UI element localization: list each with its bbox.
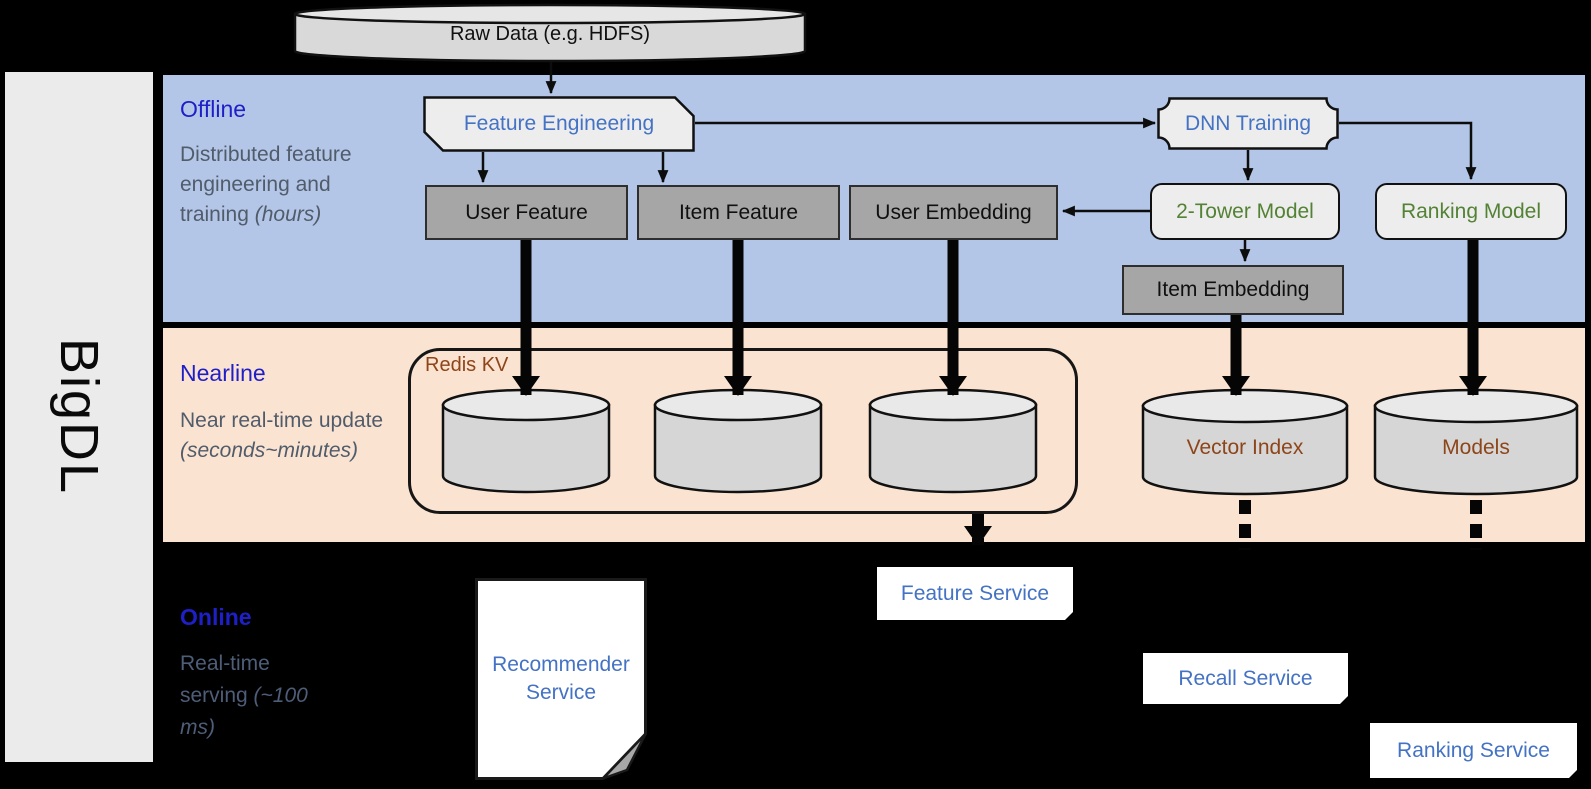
nearline-subtitle-text: Near real-time update — [180, 409, 384, 432]
vector-index-label: Vector Index — [1186, 436, 1304, 460]
folded-corner-icon — [1566, 767, 1580, 781]
user-feature-node: User Feature — [425, 185, 628, 240]
feature-service-label: Feature Service — [900, 581, 1050, 605]
online-title: Online — [180, 604, 252, 630]
online-subtitle: Real-time serving (~100 ms) — [180, 648, 330, 744]
item-embedding-node: Item Embedding — [1122, 265, 1344, 315]
redis-kv-label: Redis KV — [425, 354, 509, 376]
redis-cylinder-2 — [653, 388, 823, 496]
bigdl-sidebar: BigDL — [5, 72, 153, 762]
ranking-model-label: Ranking Model — [1400, 199, 1542, 223]
bigdl-label: BigDL — [49, 338, 109, 496]
feature-engineering-label: Feature Engineering — [463, 112, 655, 135]
offline-subtitle-note: (hours) — [254, 203, 322, 226]
offline-title: Offline — [180, 96, 247, 122]
offline-subtitle-text: Distributed feature engineering and trai… — [180, 143, 352, 226]
two-tower-model-node: 2-Tower Model — [1150, 183, 1340, 240]
folded-corner-icon — [1062, 609, 1076, 623]
raw-data-cylinder: Raw Data (e.g. HDFS) — [293, 3, 807, 63]
ranking-service-node: Ranking Service — [1370, 723, 1580, 781]
dnn-training-label: DNN Training — [1184, 111, 1312, 135]
recall-service-label: Recall Service — [1178, 666, 1313, 690]
recommender-service-label: Recommender Service — [492, 653, 630, 704]
user-embedding-node: User Embedding — [849, 185, 1058, 240]
database-cylinder-icon — [293, 3, 807, 63]
user-embedding-label: User Embedding — [875, 200, 1032, 224]
plaque-shape-icon — [1157, 97, 1339, 150]
recommender-service-document: Recommender Service — [475, 578, 647, 780]
database-cylinder-icon — [1141, 388, 1349, 496]
redis-cylinder-1 — [441, 388, 611, 496]
database-cylinder-icon — [1373, 388, 1579, 496]
offline-subtitle: Distributed feature engineering and trai… — [180, 140, 398, 230]
nearline-title: Nearline — [180, 360, 266, 386]
database-cylinder-icon — [868, 388, 1038, 494]
dnn-training-node: DNN Training — [1157, 97, 1339, 150]
folded-corner-icon — [1337, 693, 1351, 707]
database-cylinder-icon — [653, 388, 823, 494]
vector-index-cylinder: Vector Index — [1140, 388, 1350, 498]
item-feature-node: Item Feature — [637, 185, 840, 240]
database-cylinder-icon — [441, 388, 611, 494]
feature-service-node: Feature Service — [877, 567, 1076, 623]
ranking-service-label: Ranking Service — [1397, 738, 1550, 762]
raw-data-label: Raw Data (e.g. HDFS) — [449, 23, 651, 45]
user-feature-label: User Feature — [465, 200, 588, 224]
document-shape-icon — [475, 578, 647, 780]
ranking-model-node: Ranking Model — [1375, 183, 1567, 240]
nearline-subtitle: Near real-time update (seconds~minutes) — [180, 406, 420, 466]
models-label: Models — [1442, 436, 1510, 460]
nearline-subtitle-note: (seconds~minutes) — [180, 439, 358, 462]
online-subtitle-text: Real-time serving — [180, 652, 270, 707]
recall-service-node: Recall Service — [1143, 653, 1351, 707]
item-embedding-label: Item Embedding — [1156, 278, 1310, 301]
two-tower-model-label: 2-Tower Model — [1176, 199, 1314, 223]
item-feature-label: Item Feature — [678, 200, 799, 224]
online-subtitle-note: (~100 ms) — [180, 684, 308, 739]
card-shape-icon — [423, 96, 695, 152]
models-cylinder: Models — [1372, 388, 1580, 498]
redis-cylinder-3 — [868, 388, 1038, 496]
feature-engineering-node: Feature Engineering — [423, 96, 695, 152]
